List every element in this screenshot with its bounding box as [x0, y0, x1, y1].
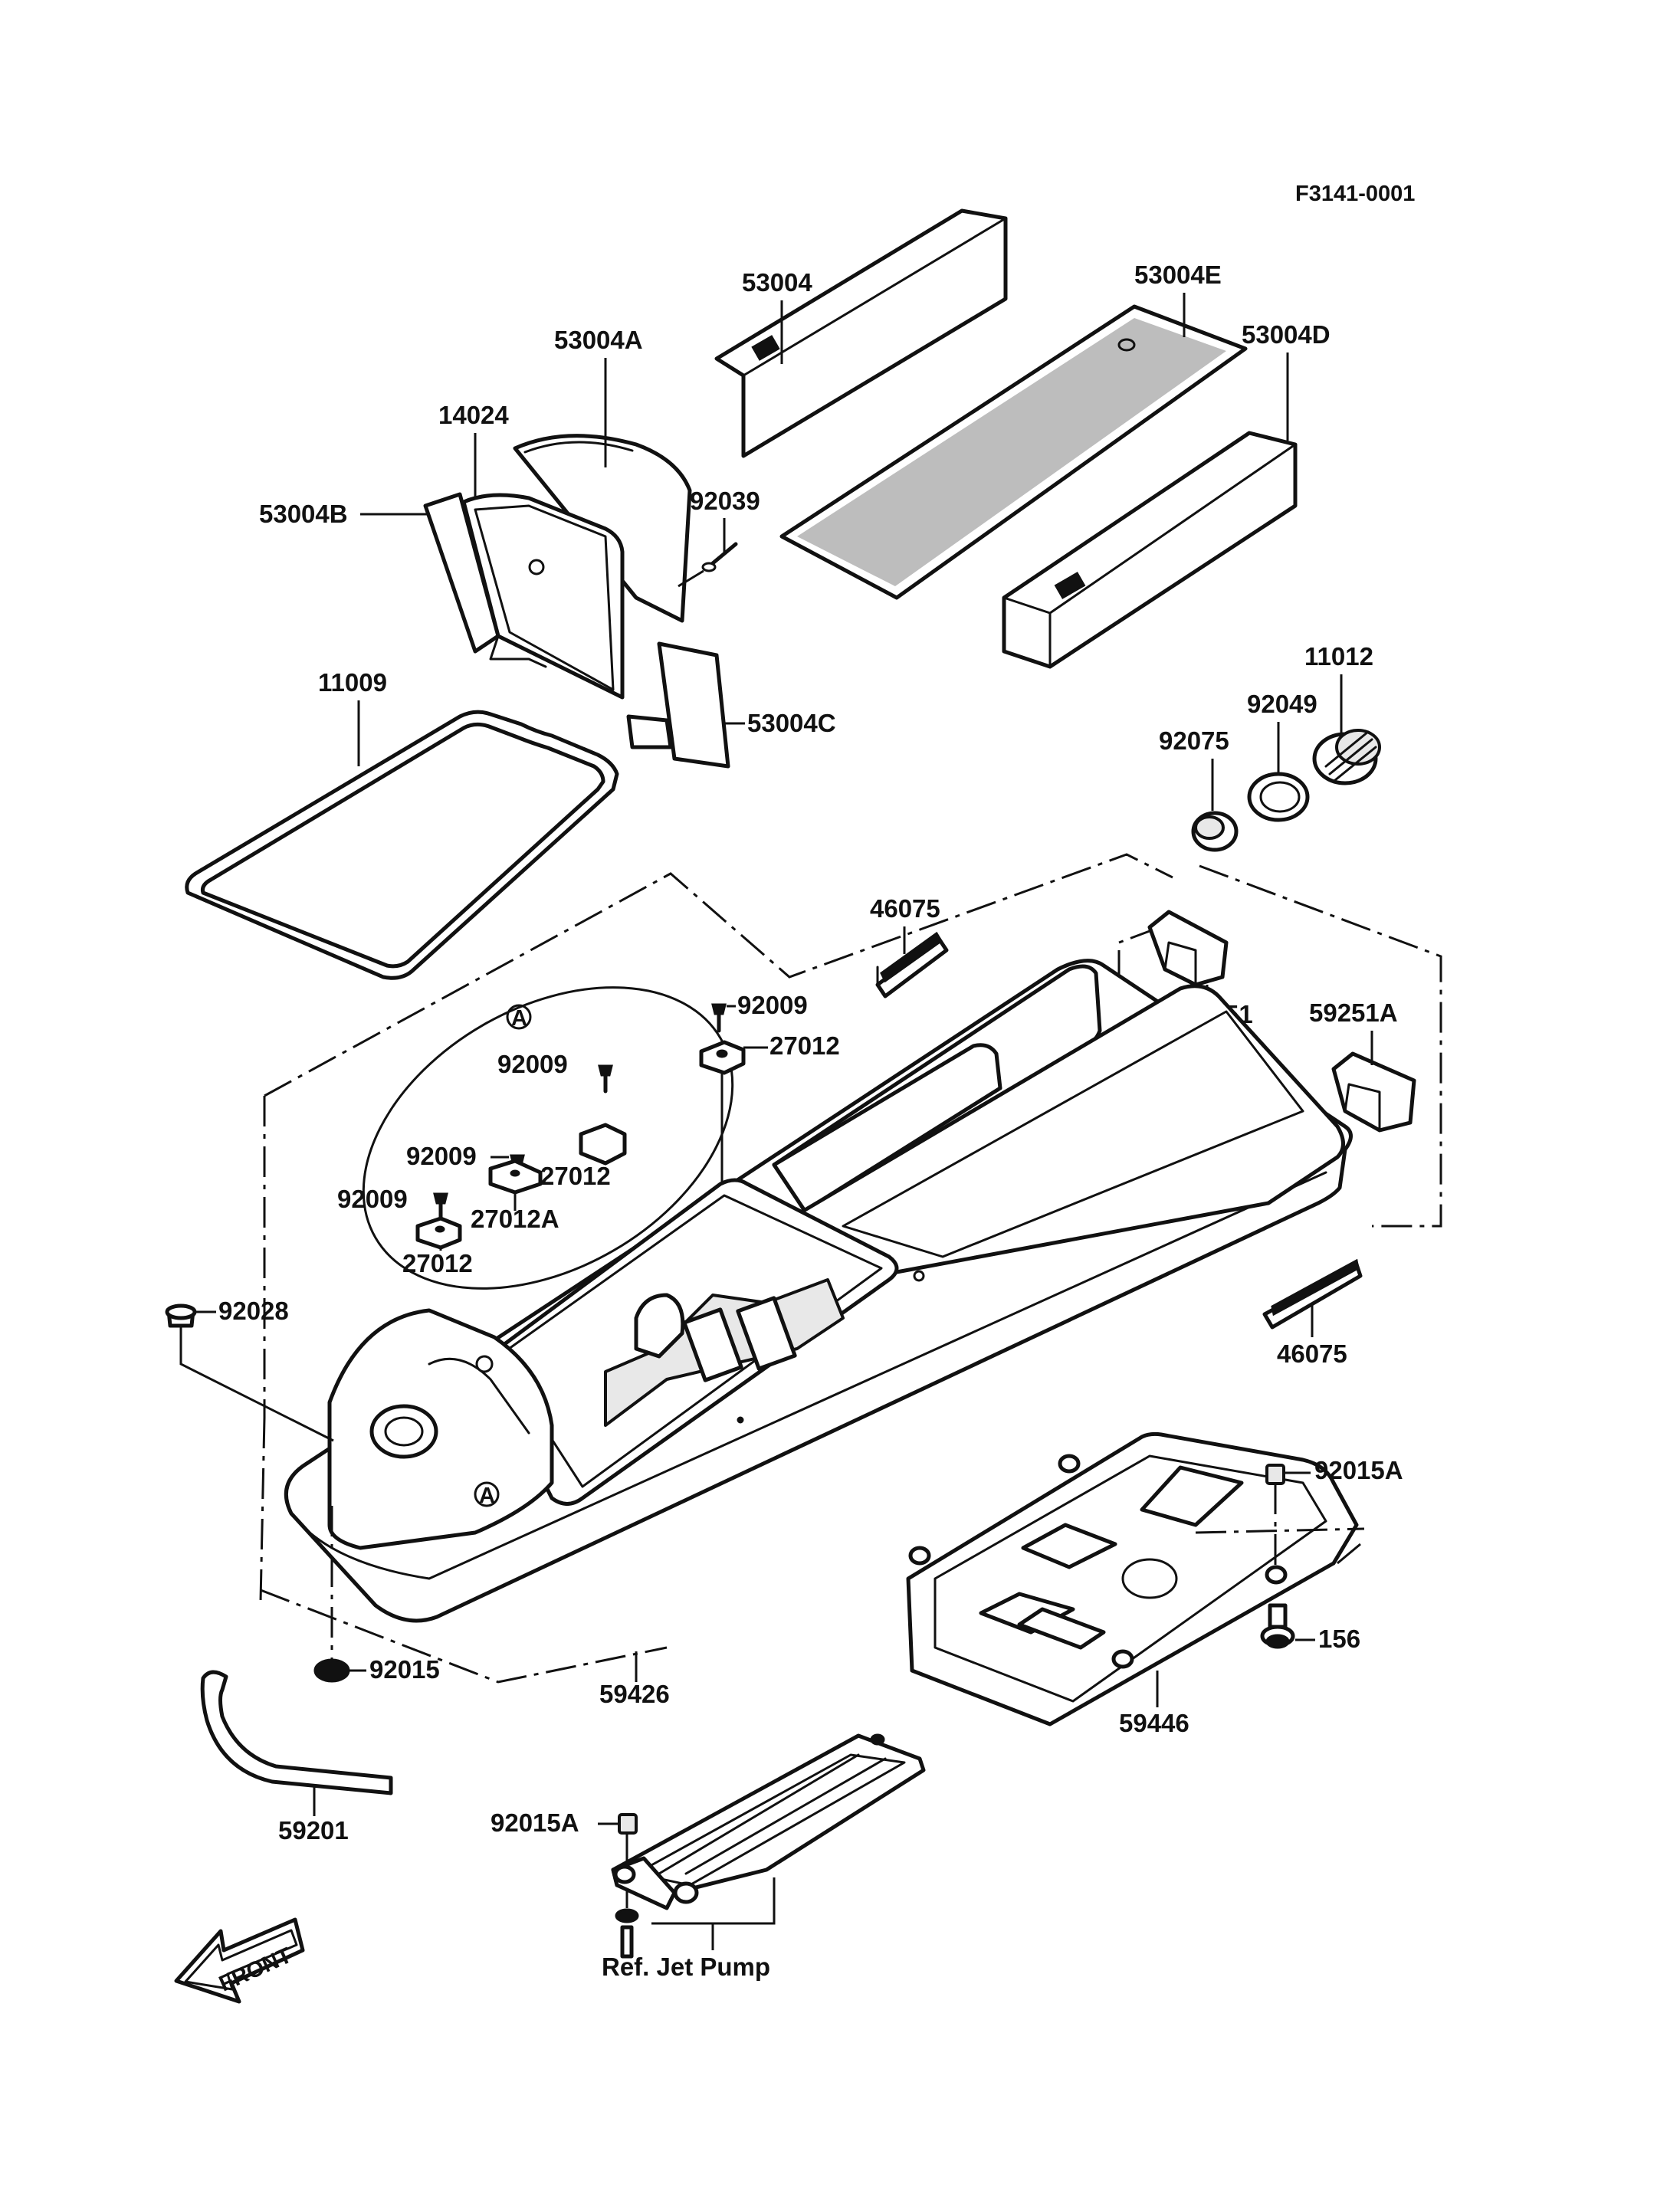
part-11012-cap — [1312, 729, 1381, 785]
callout-59251A: 59251A — [1309, 998, 1398, 1027]
callout-53004B: 53004B — [259, 500, 348, 528]
callout-14024: 14024 — [438, 401, 509, 429]
part-92009-screw-a3 — [433, 1192, 448, 1221]
callout-27012-top: 27012 — [769, 1031, 840, 1060]
detail-a-outline — [362, 986, 734, 1290]
part-92015A-right-spacer — [1265, 1464, 1285, 1485]
callout-46075-right: 46075 — [1277, 1340, 1347, 1368]
part-46075-right-strip — [1262, 1258, 1363, 1330]
callout-92009-top: 92009 — [737, 991, 808, 1019]
part-92028-plug — [165, 1303, 197, 1328]
part-53004C-plate — [626, 641, 730, 769]
svg-text:A: A — [479, 1484, 495, 1508]
callout-27012-a2: 27012 — [402, 1249, 473, 1277]
part-92009-screw-a1 — [598, 1064, 613, 1094]
part-46075-top-strip — [875, 931, 949, 998]
callout-59426: 59426 — [599, 1680, 670, 1708]
callout-11009: 11009 — [318, 668, 387, 697]
part-92015A-bottom-spacer — [618, 1813, 638, 1835]
part-11009-gasket — [185, 710, 619, 980]
part-27012-nut-top — [699, 1040, 746, 1075]
part-ref-jet-pump — [611, 1733, 926, 1959]
callout-59446: 59446 — [1119, 1709, 1189, 1737]
callout-53004A: 53004A — [554, 326, 643, 354]
callout-92015A-bottom: 92015A — [491, 1808, 579, 1837]
callout-27012-a1: 27012 — [540, 1162, 611, 1190]
part-156-bolt — [1260, 1603, 1295, 1649]
part-92039-clip — [678, 542, 738, 588]
callout-92009-a3: 92009 — [337, 1185, 408, 1213]
callout-53004C: 53004C — [747, 709, 836, 737]
callout-53004E: 53004E — [1134, 261, 1222, 289]
callout-92009-a2: 92009 — [406, 1142, 477, 1170]
detail-a-marker-top: A — [506, 1004, 532, 1031]
part-53004D-pad — [1002, 431, 1298, 669]
figure-id: F3141-0001 — [1295, 182, 1415, 206]
part-27012-nut-a2 — [488, 1159, 543, 1195]
part-27012A-washer — [415, 1216, 462, 1250]
part-92015-plug — [313, 1658, 350, 1683]
part-53004-pad — [714, 208, 1008, 458]
part-59446-plate — [906, 1431, 1365, 1726]
callout-46075-top: 46075 — [870, 894, 940, 923]
part-92049-ring — [1247, 772, 1310, 822]
part-53004B-plate — [423, 492, 500, 654]
part-92075-plug — [1191, 811, 1239, 852]
callout-156: 156 — [1318, 1625, 1360, 1653]
callout-92049: 92049 — [1247, 690, 1317, 718]
part-59251A-duct — [1331, 1051, 1416, 1133]
callout-92039: 92039 — [690, 487, 760, 515]
callout-11012: 11012 — [1304, 642, 1373, 671]
front-arrow: FRONT — [174, 1917, 305, 2004]
svg-text:A: A — [511, 1006, 527, 1031]
callout-92028: 92028 — [218, 1297, 289, 1325]
part-59251-duct — [1147, 910, 1229, 987]
part-92009-screw-top — [711, 1003, 727, 1033]
part-59201-strap — [200, 1670, 393, 1795]
callout-53004D: 53004D — [1242, 320, 1331, 349]
callout-92015A-right: 92015A — [1314, 1456, 1403, 1484]
part-53004E-mat — [779, 304, 1248, 600]
callout-ref-jet-pump: Ref. Jet Pump — [602, 1953, 770, 1981]
callout-59201: 59201 — [278, 1816, 349, 1844]
callout-92009-a1: 92009 — [497, 1050, 568, 1078]
part-59426-hull — [284, 959, 1353, 1623]
callout-53004: 53004 — [742, 268, 812, 297]
callout-92015: 92015 — [369, 1655, 440, 1684]
detail-a-marker-hull: A — [474, 1481, 500, 1508]
callout-92075: 92075 — [1159, 726, 1229, 755]
part-14024-screen — [461, 493, 625, 700]
part-27012-nut-a1 — [579, 1123, 627, 1166]
